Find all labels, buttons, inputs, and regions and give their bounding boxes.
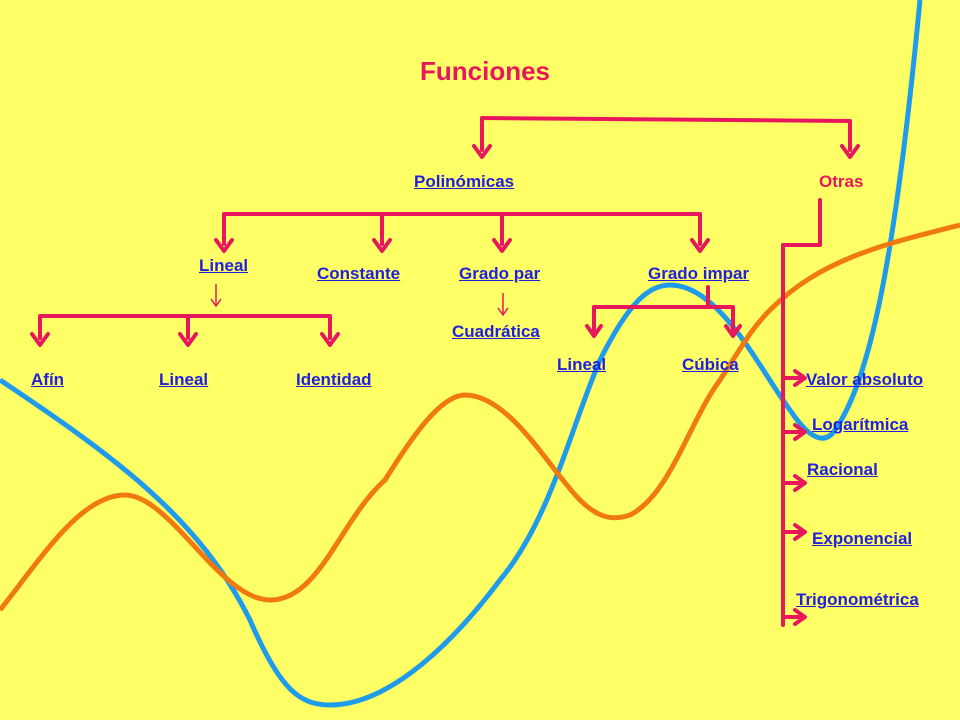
node-cuadratica-link[interactable]: Cuadrática (452, 322, 540, 341)
node-constante-link[interactable]: Constante (317, 264, 401, 283)
node-identidad-link[interactable]: Identidad (296, 370, 372, 389)
node-lineal-leaf-link[interactable]: Lineal (159, 370, 209, 389)
node-logaritmica-link[interactable]: Logarítmica (812, 415, 909, 434)
node-trigonometrica-link[interactable]: Trigonométrica (796, 590, 919, 609)
node-grado-par-link[interactable]: Grado par (459, 264, 541, 283)
node-otras-label: Otras (819, 172, 864, 191)
node-valor-absoluto-link[interactable]: Valor absoluto (806, 370, 924, 389)
connector-arrows (30, 116, 860, 627)
node-racional-link[interactable]: Racional (807, 460, 878, 479)
node-afin-link[interactable]: Afín (31, 370, 65, 389)
thin-arrows (210, 284, 509, 317)
orange-curve (0, 222, 960, 612)
diagram-title: Funciones (420, 56, 551, 86)
blue-curve (0, 0, 923, 708)
node-cubica-link[interactable]: Cúbica (682, 355, 739, 374)
node-exponencial-link[interactable]: Exponencial (812, 529, 913, 548)
node-polinomicas-link[interactable]: Polinómicas (414, 172, 515, 191)
node-lineal-group-link[interactable]: Lineal (199, 256, 249, 275)
node-grado-impar-link[interactable]: Grado impar (648, 264, 750, 283)
node-impar-lineal-link[interactable]: Lineal (557, 355, 607, 374)
